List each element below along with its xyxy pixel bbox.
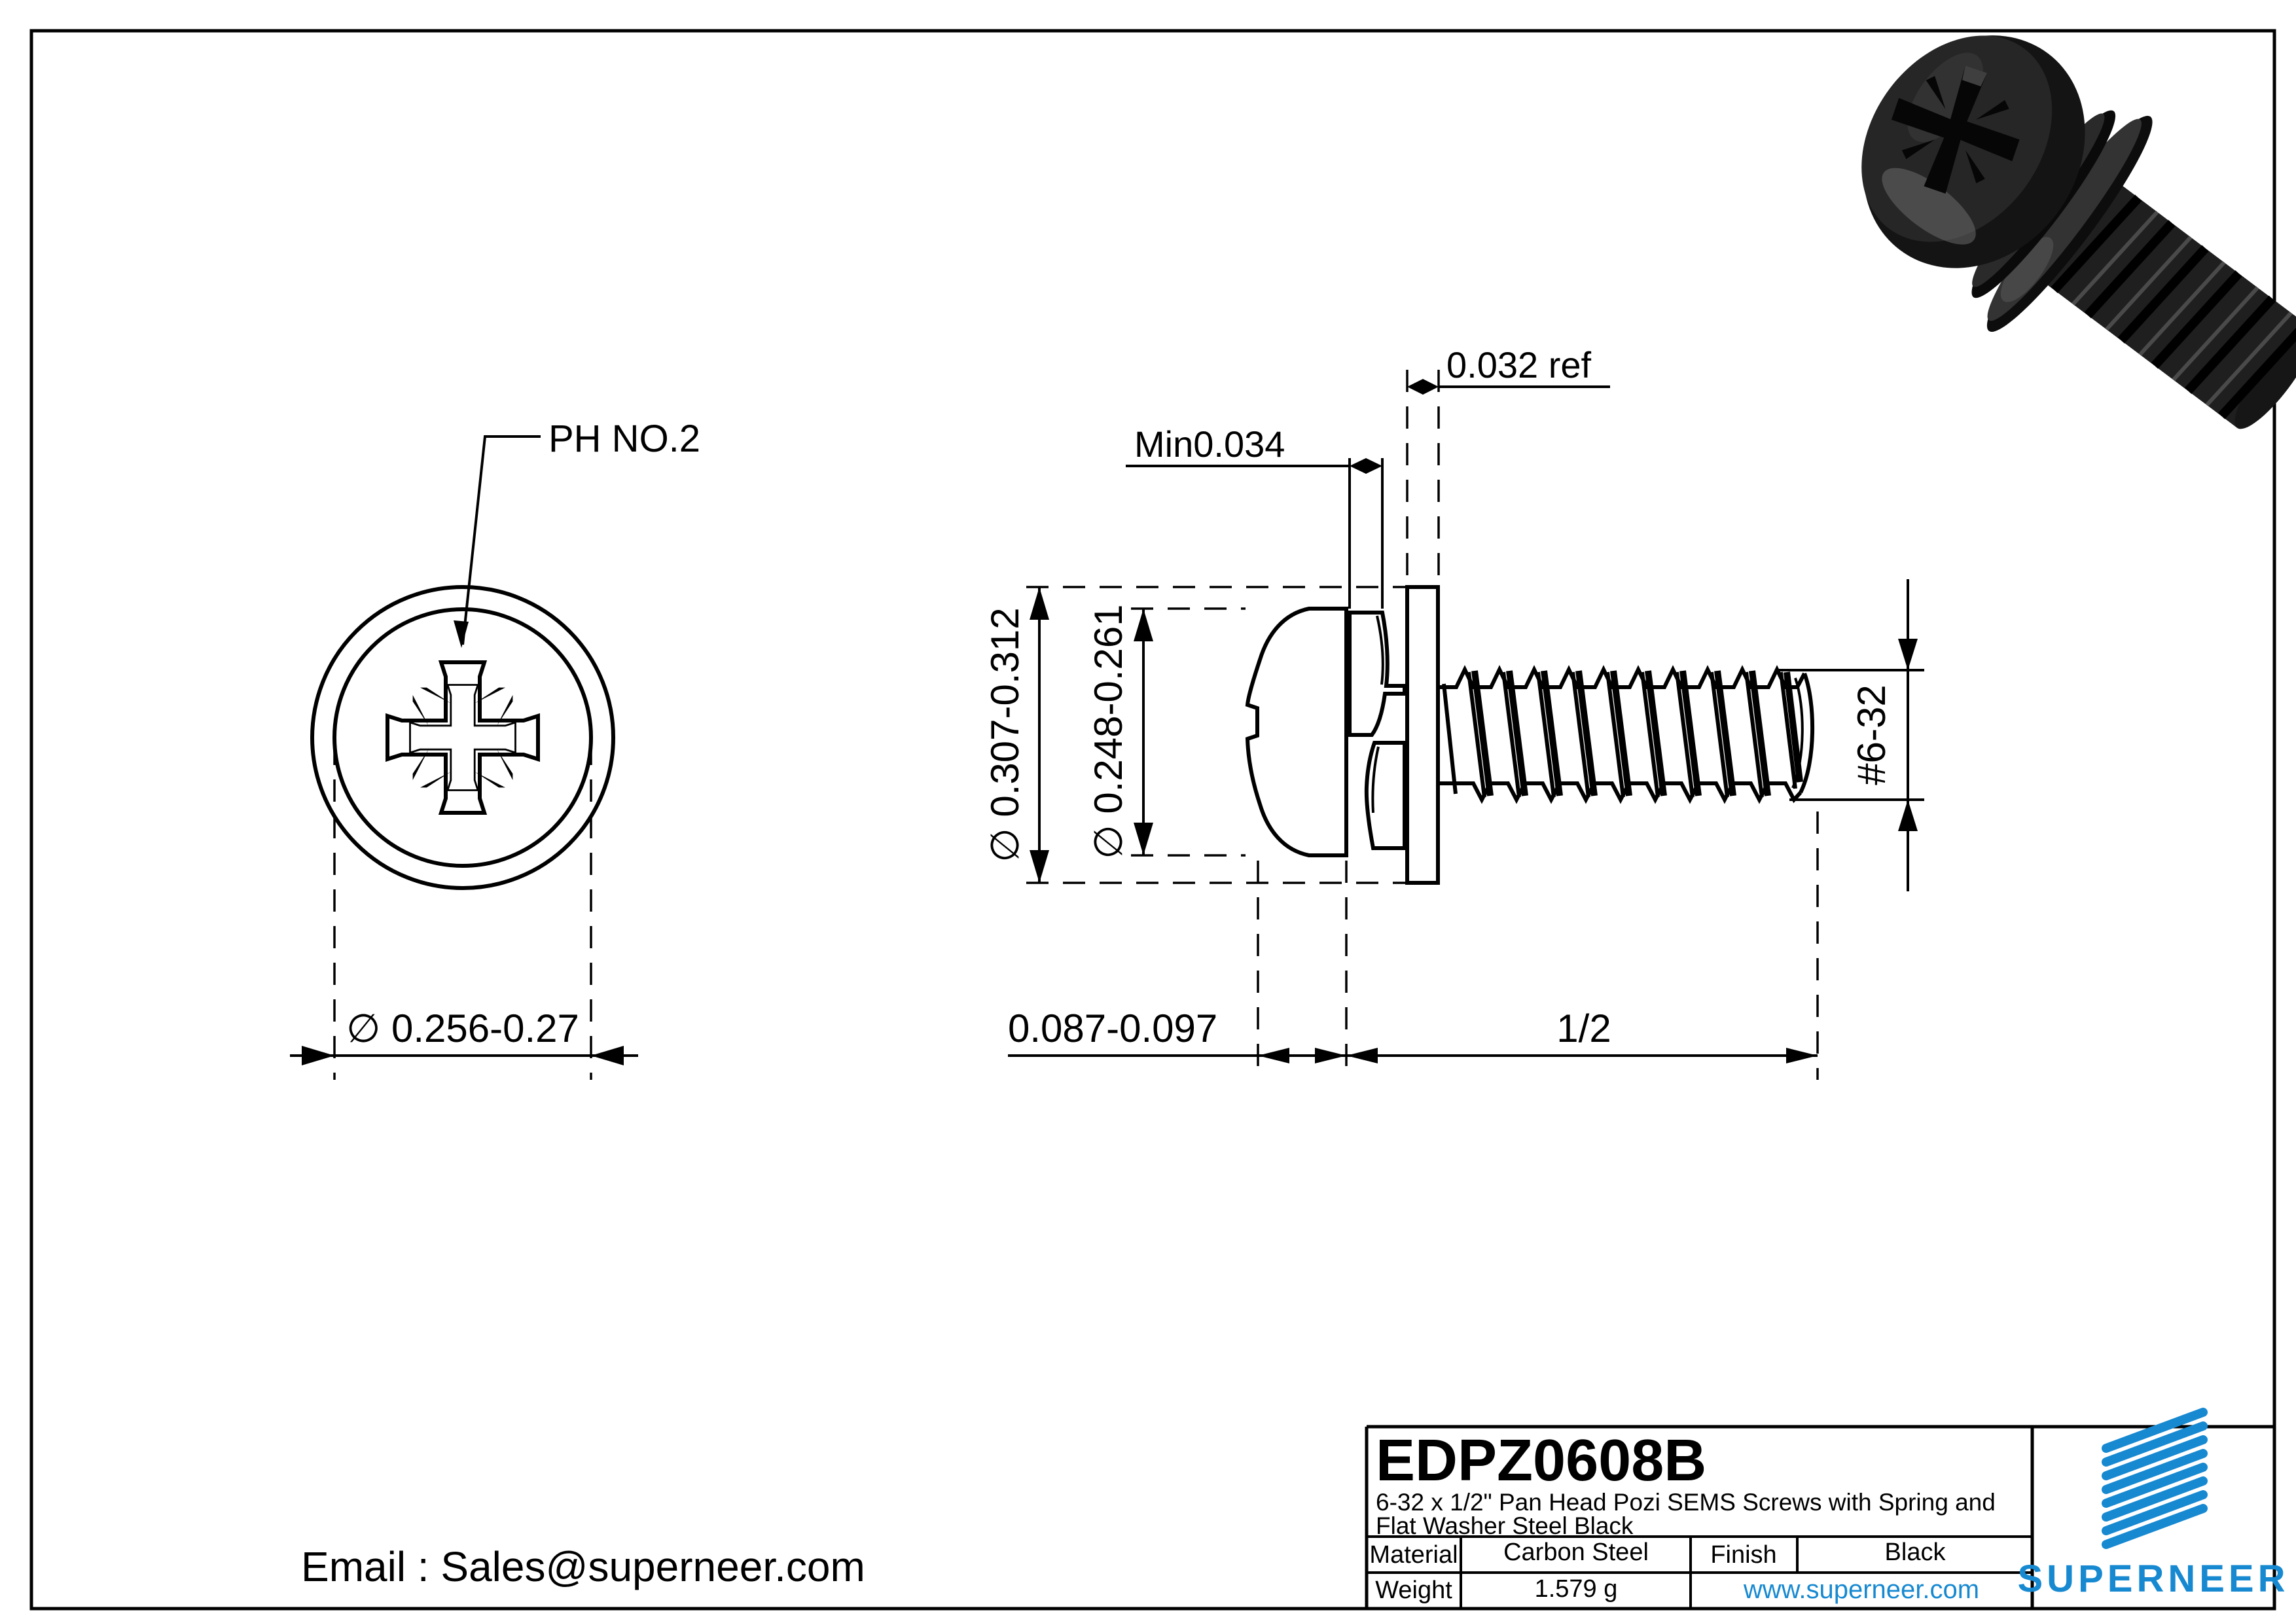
render-head xyxy=(1861,35,2085,268)
head-outline-circle xyxy=(332,607,593,868)
finish-label: Finish xyxy=(1710,1541,1776,1569)
drive-callout: PH NO.2 xyxy=(454,418,700,648)
thread-length-dimension: 1/2 xyxy=(1346,812,1819,1080)
spring-washer-min-dimension: Min0.034 xyxy=(1126,423,1384,609)
title-block: EDPZ0608B 6-32 x 1/2" Pan Head Pozi SEMS… xyxy=(1365,1408,2289,1609)
flat-washer-od-dimension: ∅ 0.307-0.312 xyxy=(983,586,1406,884)
flat-washer-thickness-dim-text: 0.032 ref xyxy=(1446,344,1591,385)
render-pozi-recess-icon xyxy=(1891,65,2020,194)
head-height-dimension: 0.087-0.097 xyxy=(1008,861,1348,1080)
part-number: EDPZ0608B xyxy=(1376,1428,1706,1493)
thread-profile xyxy=(1439,665,1815,804)
thread-length-dim-text: 1/2 xyxy=(1556,1007,1611,1050)
pan-head-profile xyxy=(1245,607,1348,857)
thread-spec-dim-text: #6-32 xyxy=(1850,685,1893,785)
pozi-tick-marks xyxy=(412,687,513,788)
leader-arrowhead xyxy=(454,620,469,648)
superneer-logo: SUPERNEER xyxy=(2018,1408,2289,1600)
flat-washer-thickness-dimension: 0.032 ref xyxy=(1406,344,1610,584)
weight-label: Weight xyxy=(1375,1577,1452,1604)
product-3d-render xyxy=(1861,35,2296,429)
logo-stripes-icon xyxy=(2102,1408,2208,1549)
head-od-dimension: ∅ 0.248-0.261 xyxy=(1086,604,1246,859)
side-view: ∅ 0.307-0.312 ∅ 0.248-0.261 Min0.034 xyxy=(983,344,1924,1080)
sheet-border xyxy=(29,29,2276,1611)
finish-value: Black xyxy=(1885,1539,1946,1566)
flat-washer-profile xyxy=(1405,585,1440,885)
head-od-dim-text: ∅ 0.248-0.261 xyxy=(1086,604,1130,859)
website-link[interactable]: www.superneer.com xyxy=(1743,1575,1979,1604)
washer-outline-circle xyxy=(310,585,615,890)
pozi-recess-icon xyxy=(386,660,540,815)
spring-washer-profile xyxy=(1348,611,1407,850)
render-shank xyxy=(2043,183,2296,429)
part-description-line1: 6-32 x 1/2" Pan Head Pozi SEMS Screws wi… xyxy=(1376,1489,1996,1516)
drive-label: PH NO.2 xyxy=(548,418,700,460)
front-view: PH NO.2 ∅ 0.256-0.27 xyxy=(290,418,700,1080)
material-label: Material xyxy=(1369,1541,1458,1569)
render-flat-washer xyxy=(1986,116,2153,332)
contact-email: Email : Sales@superneer.com xyxy=(301,1543,865,1590)
part-description-line2: Flat Washer Steel Black xyxy=(1376,1512,1634,1539)
head-diameter-dim-text: ∅ 0.256-0.27 xyxy=(346,1007,579,1050)
material-value: Carbon Steel xyxy=(1503,1539,1649,1566)
thread-spec-dimension: #6-32 xyxy=(1775,579,1924,891)
flat-washer-od-dim-text: ∅ 0.307-0.312 xyxy=(983,607,1027,862)
weight-value: 1.579 g xyxy=(1535,1575,1618,1603)
spring-washer-min-dim-text: Min0.034 xyxy=(1134,423,1285,465)
brand-name: SUPERNEER xyxy=(2018,1558,2289,1600)
head-height-dim-text: 0.087-0.097 xyxy=(1008,1007,1217,1050)
thread-flank-lines xyxy=(1442,670,1803,798)
head-diameter-dimension: ∅ 0.256-0.27 xyxy=(290,743,638,1080)
